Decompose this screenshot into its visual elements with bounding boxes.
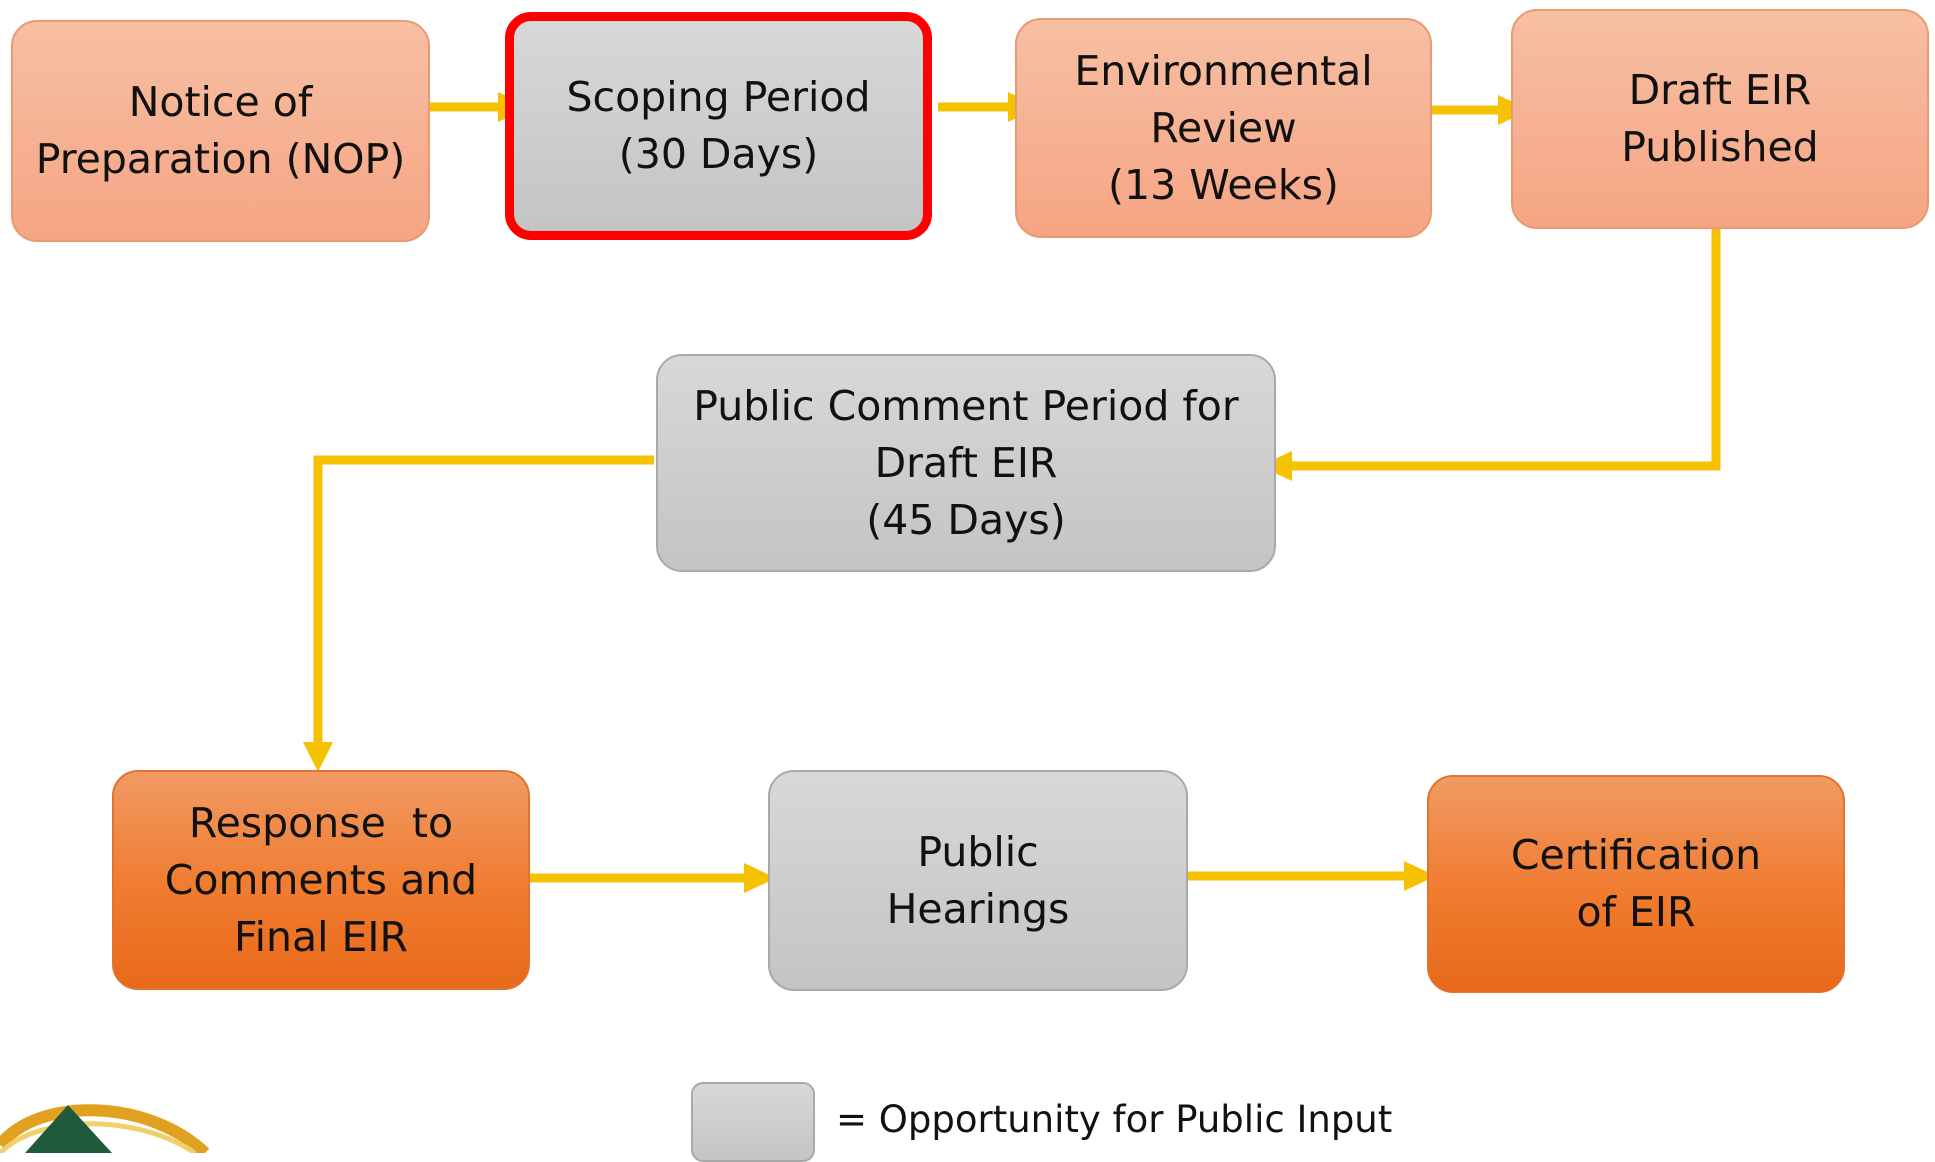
- legend-swatch: [691, 1082, 815, 1162]
- step-label-line: Notice of: [128, 78, 313, 126]
- step-public-comment-period: Public Comment Period for Draft EIR (45 …: [656, 354, 1276, 572]
- step-label-line: (45 Days): [866, 495, 1066, 544]
- step-scoping-period: Scoping Period (30 Days): [505, 12, 932, 240]
- step-label-line: Review: [1150, 103, 1297, 152]
- arrow-comment-to-response: [313, 455, 654, 748]
- step-label-line: Response to: [188, 798, 454, 847]
- step-response-to-comments: Response to Comments and Final EIR: [112, 770, 530, 990]
- step-public-hearings: Public Hearings: [768, 770, 1188, 991]
- step-label-line: Preparation (NOP): [35, 135, 406, 183]
- arrowhead-6: [744, 863, 776, 893]
- step-label-line: (13 Weeks): [1108, 160, 1339, 209]
- step-label-line: (30 Days): [618, 130, 819, 178]
- step-certification-of-eir: Certification of EIR: [1427, 775, 1845, 993]
- step-label-line: Certification: [1510, 831, 1762, 879]
- step-label-line: of EIR: [1576, 888, 1696, 936]
- step-notice-of-preparation: Notice of Preparation (NOP): [11, 20, 430, 242]
- step-label-line: Final EIR: [233, 912, 408, 961]
- arrowhead-7: [1404, 861, 1436, 891]
- arrowhead-4: [1260, 451, 1292, 481]
- step-label-line: Published: [1621, 123, 1819, 171]
- step-label-line: Environmental: [1074, 46, 1373, 95]
- step-label-line: Public: [917, 827, 1039, 876]
- agency-logo: [0, 1104, 210, 1153]
- step-label-line: Public Comment Period for: [693, 381, 1239, 430]
- step-label-line: Draft EIR: [1628, 66, 1812, 114]
- arrow-draft-to-comment: [1290, 228, 1721, 471]
- legend-label: = Opportunity for Public Input: [836, 1098, 1393, 1141]
- arrowhead-5: [303, 742, 333, 772]
- step-label-line: Comments and: [164, 855, 478, 904]
- step-draft-eir-published: Draft EIR Published: [1511, 9, 1929, 229]
- step-label-line: Draft EIR: [874, 438, 1058, 487]
- step-environmental-review: Environmental Review (13 Weeks): [1015, 18, 1432, 238]
- step-label-line: Hearings: [886, 884, 1070, 933]
- step-label-line: Scoping Period: [566, 73, 871, 121]
